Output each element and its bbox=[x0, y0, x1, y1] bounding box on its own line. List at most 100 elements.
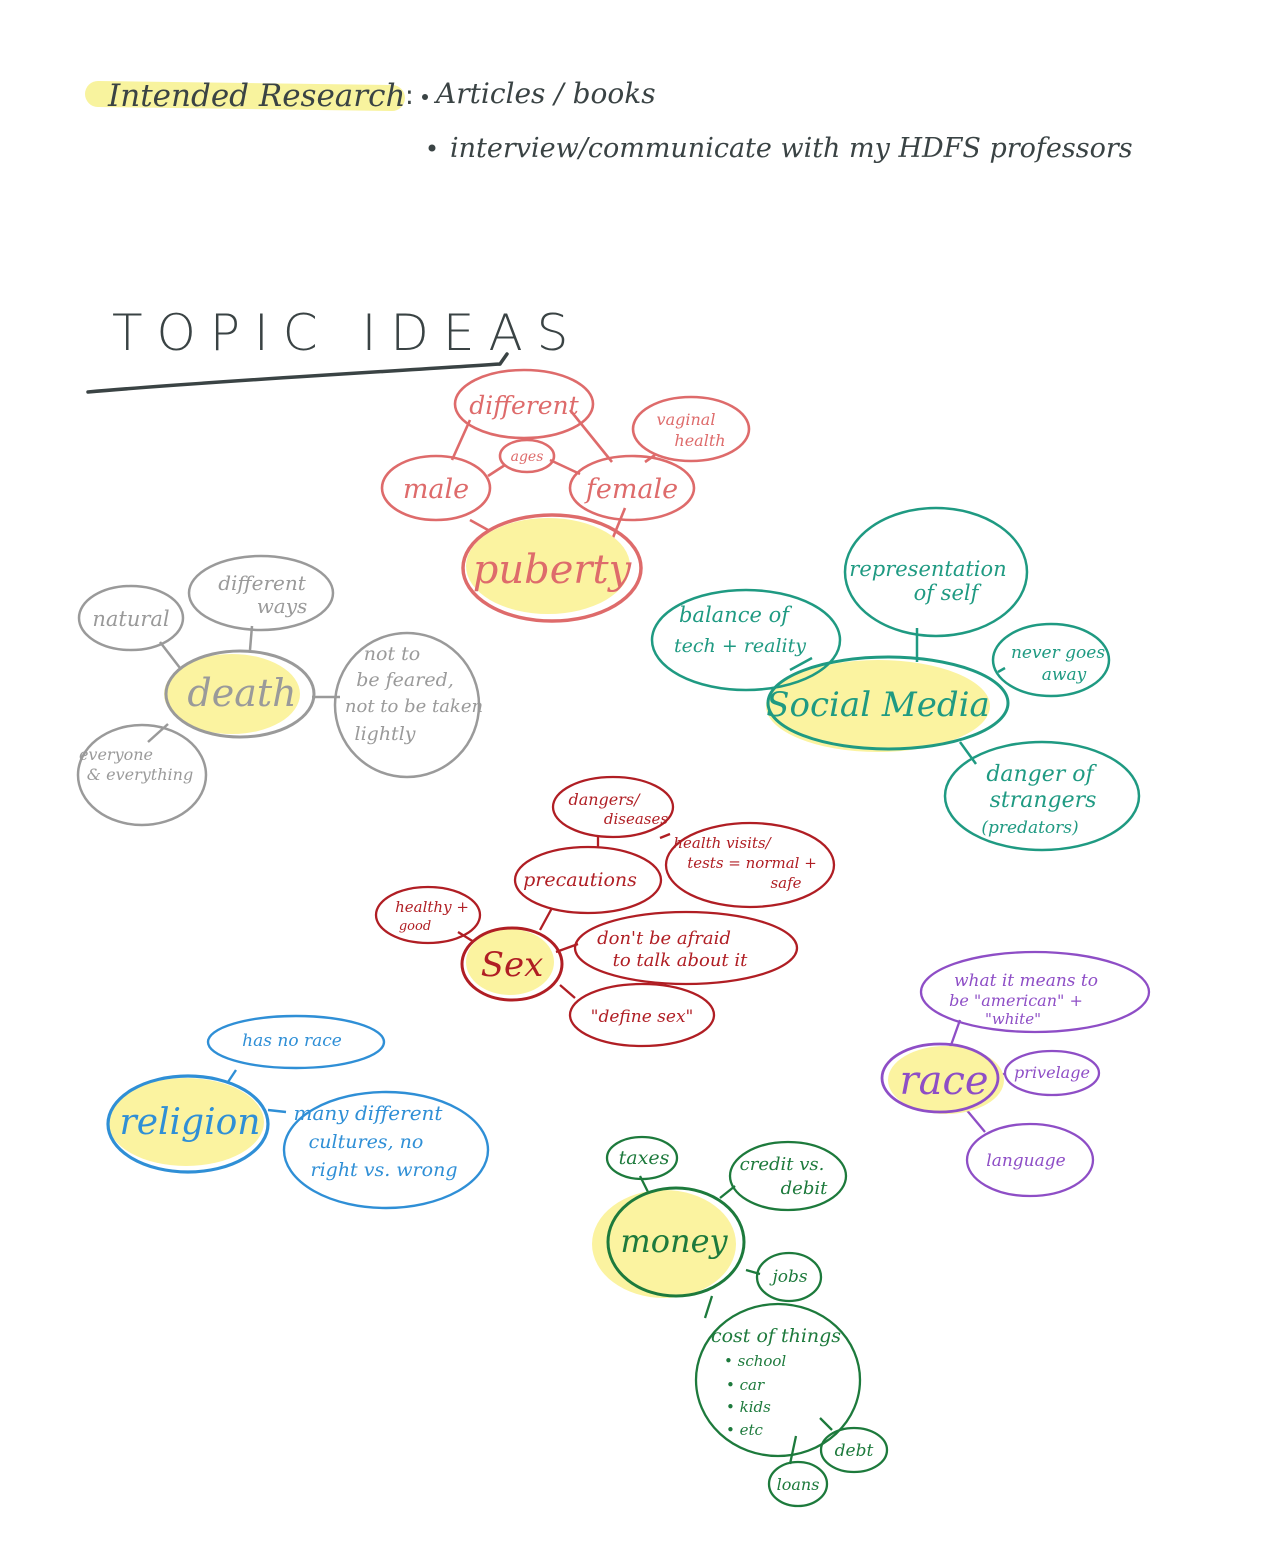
social-connector bbox=[958, 741, 978, 765]
no-race-label: has no race bbox=[242, 1031, 342, 1051]
header: Intended Research : Articles / books int… bbox=[85, 77, 1133, 164]
death-center-label: death bbox=[187, 671, 296, 715]
ages-node bbox=[498, 438, 556, 474]
social-center-ellipse bbox=[766, 655, 1010, 751]
health-label-1: health visits/ bbox=[673, 834, 772, 852]
race-labels: race what it means to be "american" + "w… bbox=[899, 971, 1098, 1171]
healthy-good-node bbox=[374, 885, 482, 945]
race-connector bbox=[964, 1107, 986, 1133]
sex-connector bbox=[659, 832, 671, 840]
afraid-label-1: don't be afraid bbox=[597, 928, 731, 949]
different-label: different bbox=[469, 391, 579, 420]
sex-connector bbox=[538, 907, 554, 931]
dangers-node bbox=[551, 775, 675, 839]
never-label-1: never goes bbox=[1011, 643, 1105, 663]
death-labels: death natural different ways not to be f… bbox=[79, 571, 483, 784]
puberty-connector bbox=[487, 463, 506, 478]
social-center-label: Social Media bbox=[766, 685, 989, 725]
cost-node bbox=[694, 1302, 862, 1458]
race-center-ellipse bbox=[880, 1042, 1000, 1114]
header-colon: : bbox=[405, 81, 414, 111]
religion-center-ellipse bbox=[106, 1074, 270, 1174]
puberty-highlight bbox=[466, 518, 630, 614]
representation-node bbox=[843, 506, 1029, 638]
danger-label-2: strangers bbox=[990, 788, 1097, 813]
cluster-death bbox=[76, 554, 481, 827]
credit-debit-node bbox=[728, 1140, 848, 1212]
privelage-label: privelage bbox=[1014, 1063, 1090, 1082]
vaginal-label: vaginal bbox=[657, 410, 716, 429]
death-highlight bbox=[164, 654, 300, 734]
cluster-race bbox=[880, 950, 1151, 1198]
afraid-node bbox=[573, 910, 799, 986]
race-center-label: race bbox=[899, 1058, 988, 1104]
jobs-node bbox=[755, 1251, 823, 1303]
debt-node bbox=[819, 1426, 889, 1474]
danger-strangers-node bbox=[943, 740, 1141, 852]
healthy-label-1: healthy + bbox=[395, 898, 469, 916]
credit-label-2: debit bbox=[781, 1178, 828, 1199]
feared-label-4: lightly bbox=[355, 723, 416, 745]
cost-item-car: • car bbox=[726, 1376, 765, 1394]
money-connector bbox=[819, 1417, 833, 1431]
natural-node bbox=[77, 584, 185, 652]
feared-label-3: not to be taken bbox=[345, 696, 483, 717]
taxes-label: taxes bbox=[619, 1147, 670, 1169]
sex-center-ellipse bbox=[460, 926, 564, 1002]
puberty-connector bbox=[610, 507, 627, 541]
header-highlight bbox=[85, 81, 405, 111]
money-connector bbox=[703, 1295, 714, 1319]
american-label-1: what it means to bbox=[954, 971, 1098, 991]
afraid-label-2: to talk about it bbox=[613, 950, 749, 971]
ways-label-1: different bbox=[218, 571, 306, 595]
female-node bbox=[568, 454, 696, 522]
vaginal-health-node bbox=[631, 395, 751, 463]
cultures-label-1: many different bbox=[294, 1101, 444, 1125]
social-labels: Social Media representation of self bala… bbox=[674, 557, 1105, 838]
social-connector bbox=[997, 666, 1006, 674]
puberty-connector bbox=[568, 409, 614, 463]
cluster-puberty bbox=[380, 368, 751, 623]
puberty-labels: puberty different ages male female vagin… bbox=[403, 391, 726, 593]
credit-label-1: credit vs. bbox=[740, 1154, 825, 1175]
define-label: "define sex" bbox=[591, 1007, 694, 1027]
sex-highlight bbox=[466, 929, 554, 995]
health-label: health bbox=[674, 431, 725, 450]
health-label-2: tests = normal + bbox=[687, 854, 817, 872]
race-highlight bbox=[888, 1046, 1004, 1114]
never-label-2: away bbox=[1042, 665, 1087, 685]
health-visits-node bbox=[664, 821, 836, 909]
loans-node bbox=[767, 1460, 829, 1508]
death-center-ellipse bbox=[164, 649, 316, 739]
danger-label-3: (predators) bbox=[981, 818, 1078, 838]
title-underline bbox=[86, 352, 509, 394]
cluster-sex bbox=[374, 775, 836, 1048]
danger-label-1: danger of bbox=[986, 762, 1097, 787]
balance-label-1: balance of bbox=[679, 603, 792, 627]
sex-center-label: Sex bbox=[481, 945, 544, 985]
sex-connector bbox=[559, 984, 576, 999]
dangers-label-2: diseases bbox=[604, 810, 668, 828]
topic-ideas-title: TOPIC IDEAS bbox=[112, 304, 582, 362]
money-labels: money taxes credit vs. debit jobs cost o… bbox=[619, 1147, 874, 1494]
cost-item-school: • school bbox=[724, 1352, 786, 1370]
cluster-religion bbox=[106, 1014, 490, 1210]
privelage-node bbox=[1003, 1049, 1101, 1097]
natural-label: natural bbox=[92, 607, 169, 631]
american-label-2: be "american" + bbox=[949, 991, 1083, 1010]
balance-label-2: tech + reality bbox=[674, 635, 806, 657]
header-bullet-1: Articles / books bbox=[433, 77, 656, 110]
sex-connector bbox=[457, 931, 475, 943]
define-node bbox=[568, 982, 716, 1048]
puberty-connector bbox=[469, 518, 489, 532]
puberty-center-label: puberty bbox=[473, 547, 633, 593]
cost-label: cost of things bbox=[711, 1325, 841, 1347]
representation-label-2: of self bbox=[914, 581, 982, 605]
language-label: language bbox=[986, 1151, 1065, 1171]
male-label: male bbox=[403, 474, 469, 505]
everyone-label-1: everyone bbox=[79, 745, 153, 764]
dangers-label-1: dangers/ bbox=[568, 790, 641, 809]
money-center-label: money bbox=[620, 1222, 728, 1260]
feared-label-1: not to bbox=[364, 643, 420, 665]
